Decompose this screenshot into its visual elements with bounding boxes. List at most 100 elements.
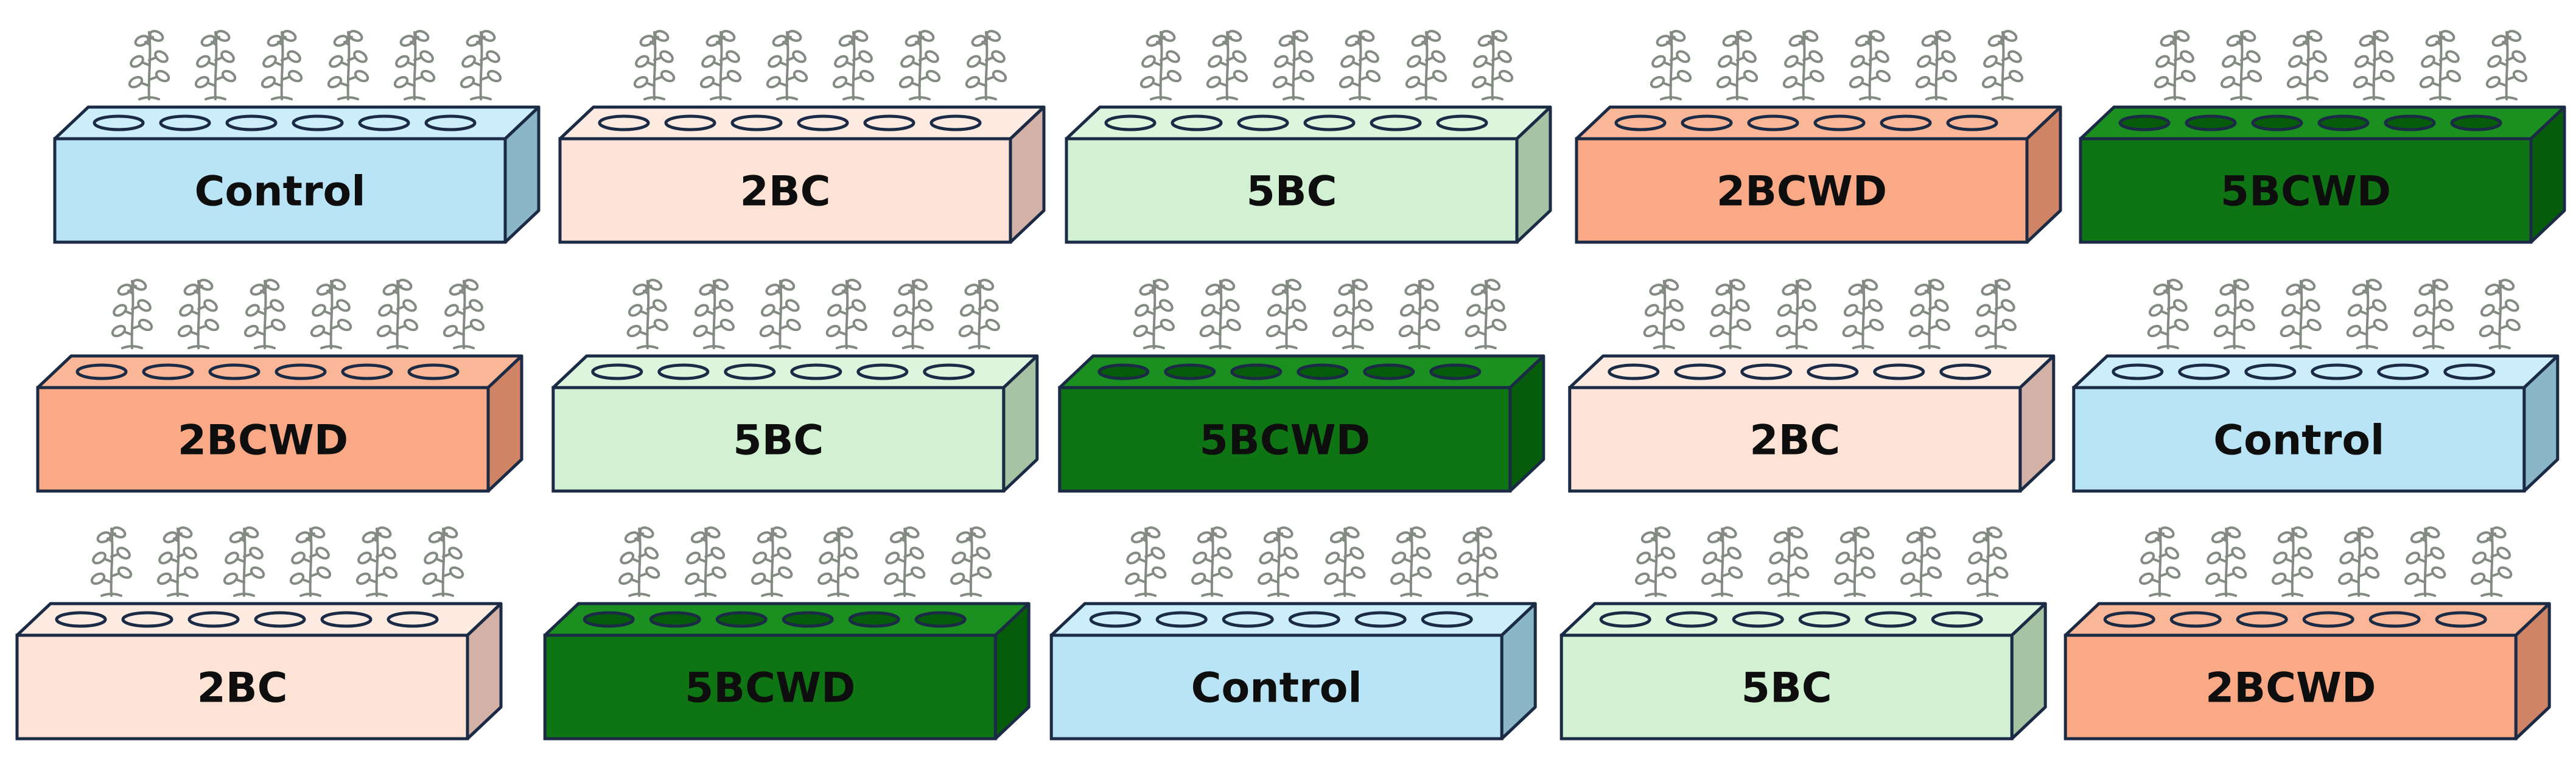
seedling-icon <box>1975 279 2017 349</box>
planting-hole <box>1155 611 1208 628</box>
planting-hole <box>598 114 650 131</box>
tray-5bcwd <box>543 526 1031 741</box>
tray-label: 5BCWD <box>684 664 856 713</box>
seedling-icon <box>90 526 133 597</box>
seedling-icon <box>2205 526 2247 597</box>
planting-hole <box>1740 363 1793 380</box>
planting-hole <box>1732 611 1784 628</box>
tray-plants <box>111 279 485 349</box>
seedling-icon <box>1265 279 1307 349</box>
tray-plants <box>1125 526 1499 597</box>
tray-front-face <box>2063 633 2518 741</box>
planting-hole <box>1354 611 1407 628</box>
planting-hole <box>1164 363 1216 380</box>
seedling-icon <box>1776 279 1818 349</box>
seedling-icon <box>892 279 934 349</box>
seedling-icon <box>958 279 1000 349</box>
tray-2bcwd <box>2063 526 2551 741</box>
tray-2bc <box>1568 279 2056 493</box>
planting-hole <box>2384 114 2436 131</box>
tray-label: 5BCWD <box>1199 416 1371 465</box>
planting-hole <box>254 611 306 628</box>
planting-hole <box>856 363 909 380</box>
seedling-icon <box>261 30 303 100</box>
tray-front-face <box>1575 137 2029 244</box>
planting-hole <box>664 114 716 131</box>
tray-label: 5BC <box>733 416 824 465</box>
seedling-icon <box>1272 30 1315 100</box>
planting-hole <box>1946 114 1998 131</box>
seedling-icon <box>1471 30 1514 100</box>
seedling-icon <box>355 526 398 597</box>
seedling-icon <box>1125 526 1167 597</box>
tray-front-face <box>558 137 1012 244</box>
tray-front-face <box>2072 386 2526 493</box>
planting-hole <box>914 611 967 628</box>
planting-hole <box>424 114 477 131</box>
tray-2bc <box>558 30 1046 244</box>
planting-hole <box>358 114 410 131</box>
planting-hole <box>159 114 211 131</box>
planting-hole <box>225 114 278 131</box>
planting-hole <box>1303 114 1356 131</box>
seedling-icon <box>1390 526 1432 597</box>
seedling-icon <box>2419 30 2462 100</box>
planting-hole <box>1421 611 1473 628</box>
planting-hole <box>121 611 173 628</box>
tray-plants <box>633 30 1007 100</box>
seedling-icon <box>156 526 199 597</box>
tray-front-face <box>543 633 997 741</box>
planting-hole <box>2112 363 2164 380</box>
tray-label: Control <box>194 167 366 216</box>
planting-hole <box>583 611 635 628</box>
seedling-icon <box>2139 526 2181 597</box>
seedling-icon <box>618 526 660 597</box>
tray-label: 2BC <box>740 167 831 216</box>
seedling-icon <box>2286 30 2329 100</box>
seedling-icon <box>2471 526 2513 597</box>
planting-hole <box>2103 611 2155 628</box>
tray-label: 5BC <box>1246 167 1337 216</box>
tray-5bc <box>1065 30 1552 244</box>
seedling-icon <box>965 30 1007 100</box>
planting-hole <box>1097 363 1150 380</box>
seedling-icon <box>128 30 170 100</box>
seedling-icon <box>1324 526 1366 597</box>
planting-hole <box>1747 114 1799 131</box>
tray-plants <box>2154 30 2528 100</box>
planting-hole <box>1429 363 1482 380</box>
seedling-icon <box>460 30 502 100</box>
planting-hole <box>730 114 783 131</box>
planting-hole <box>1436 114 1488 131</box>
planting-hole <box>2368 611 2421 628</box>
tray-plants <box>90 526 464 597</box>
planting-hole <box>649 611 701 628</box>
tray-label: 2BCWD <box>177 416 349 465</box>
seedling-icon <box>2154 30 2196 100</box>
seedling-icon <box>2147 279 2189 349</box>
planting-hole <box>790 363 842 380</box>
planting-hole <box>2178 363 2230 380</box>
seedling-icon <box>1768 526 1810 597</box>
planting-hole <box>2311 363 2363 380</box>
tray-5bc <box>1559 526 2047 741</box>
planting-hole <box>724 363 776 380</box>
planting-hole <box>2251 114 2303 131</box>
seedling-icon <box>693 279 735 349</box>
tray-label: 2BCWD <box>1716 167 1888 216</box>
tray-plants <box>1133 279 1507 349</box>
tray-label: Control <box>1191 664 1362 713</box>
seedling-icon <box>243 279 286 349</box>
seedling-icon <box>1981 30 2024 100</box>
tray-label: 5BCWD <box>2220 167 2392 216</box>
planting-hole <box>2443 363 2496 380</box>
seedling-icon <box>1709 279 1751 349</box>
tray-2bcwd <box>36 279 523 493</box>
tray-front-face <box>1058 386 1512 493</box>
seedling-icon <box>1643 279 1685 349</box>
tray-plants <box>2147 279 2521 349</box>
seedling-icon <box>832 30 875 100</box>
tray-plants <box>1650 30 2024 100</box>
tray-5bcwd <box>1058 279 1545 493</box>
